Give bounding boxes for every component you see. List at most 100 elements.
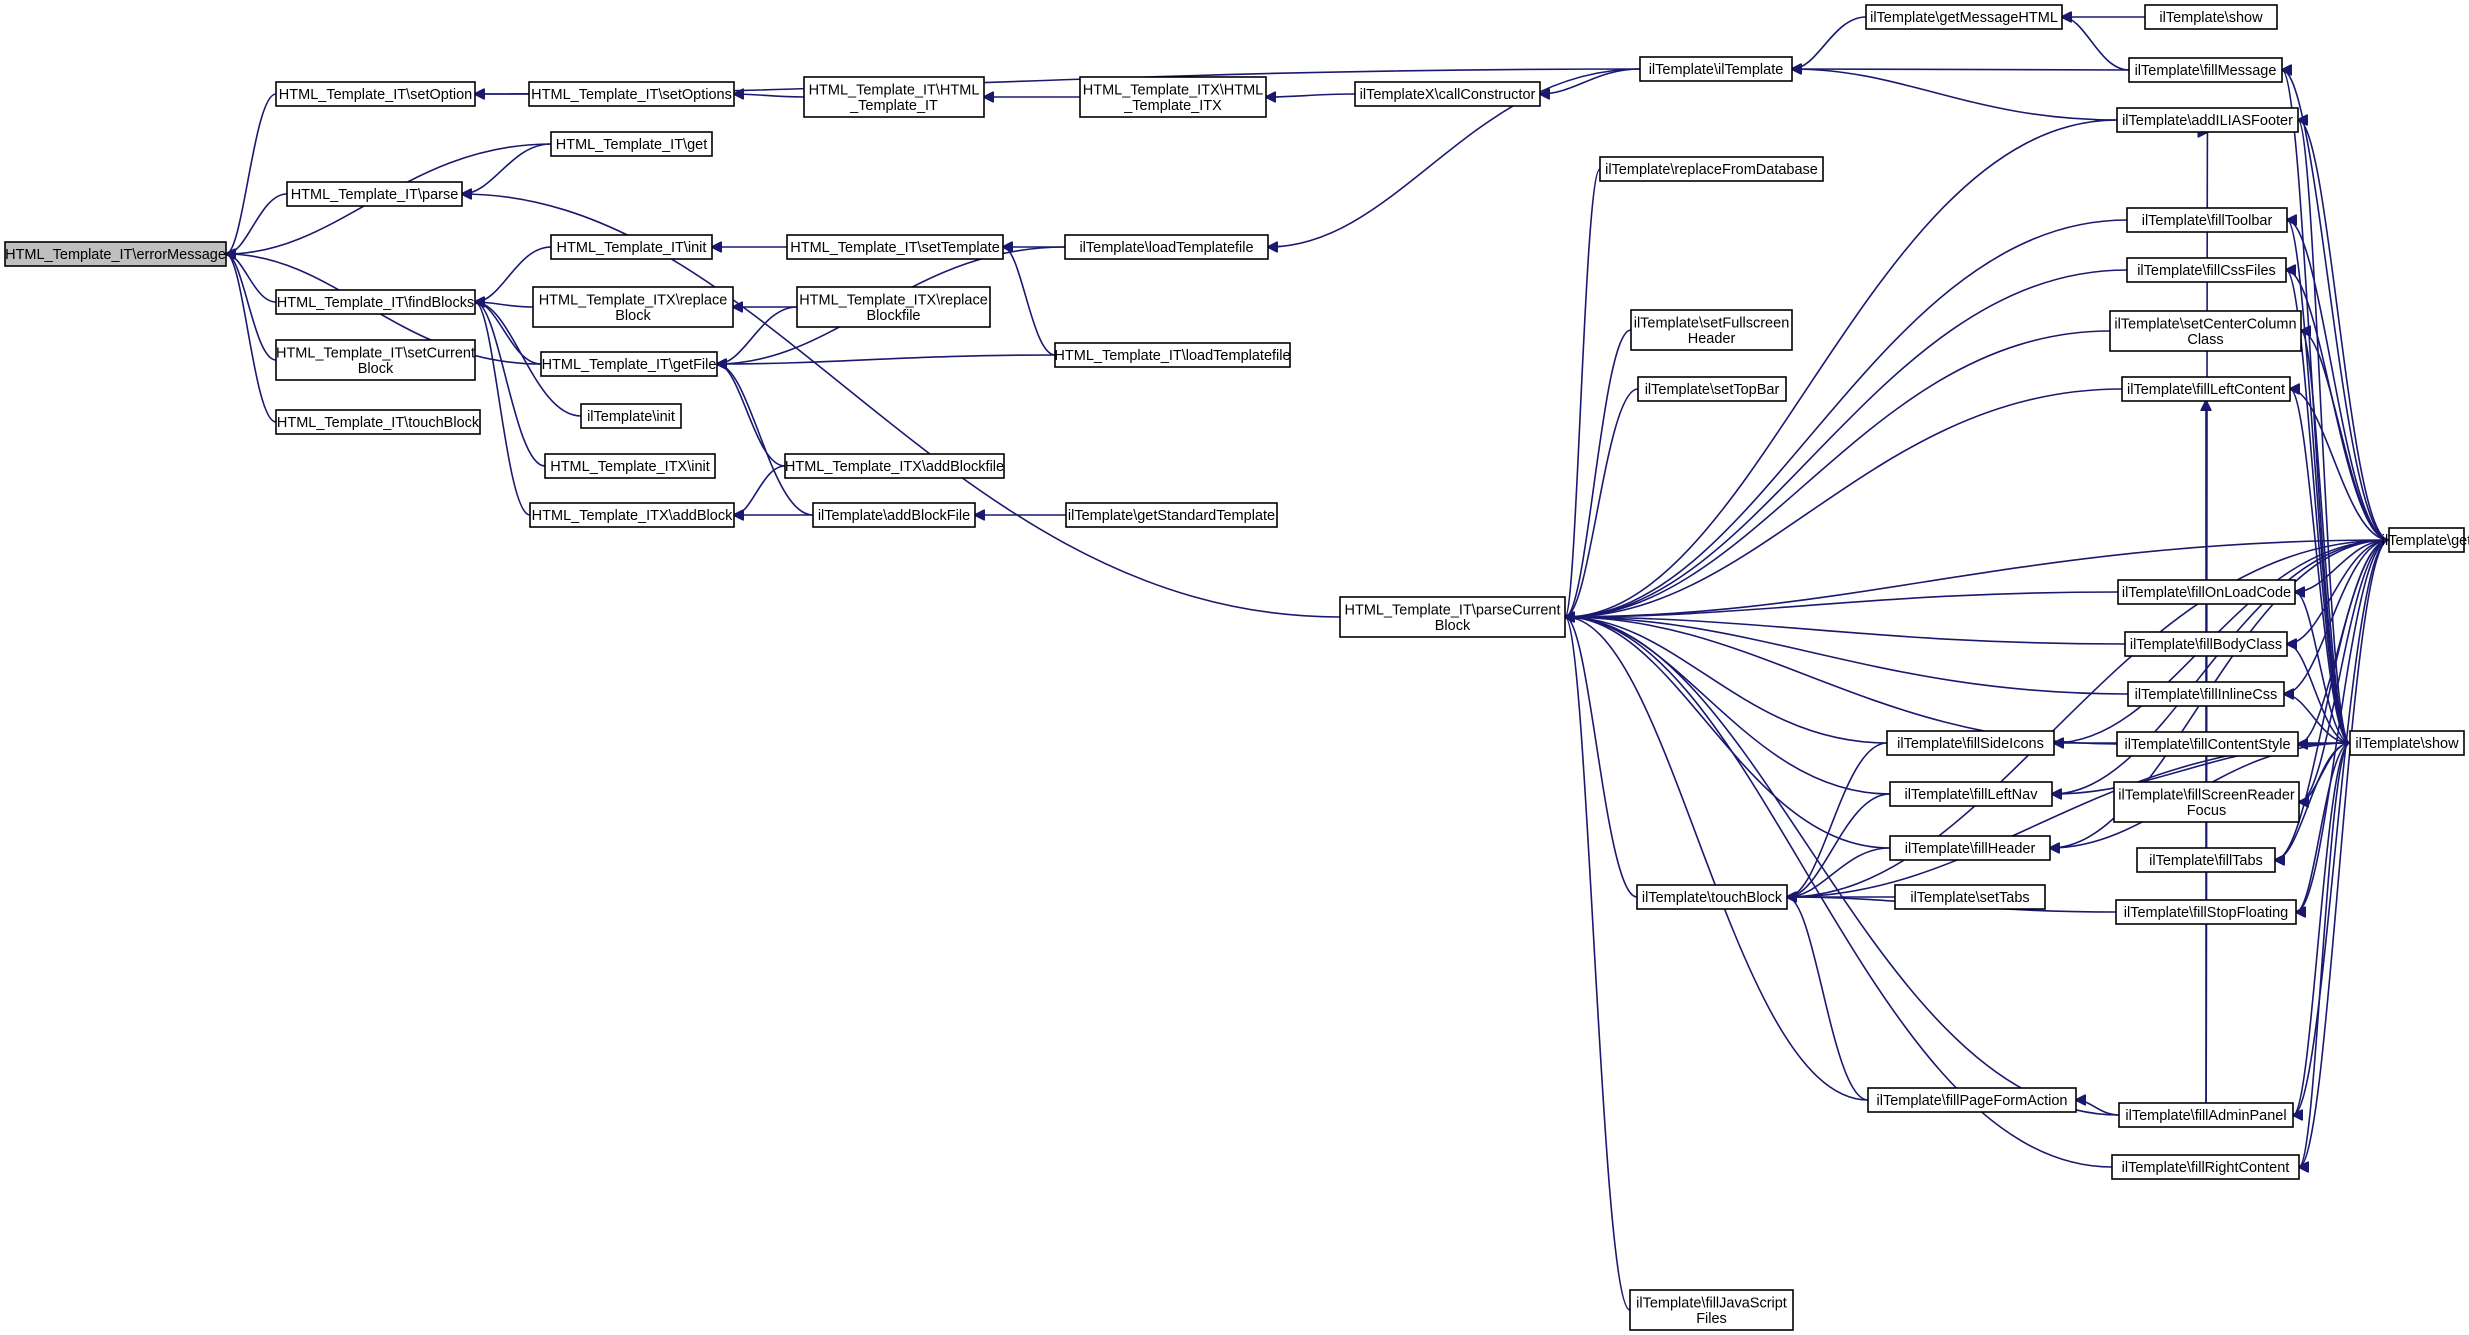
node-html-template-itx-addblock[interactable]: HTML_Template_ITX\addBlock <box>529 502 735 528</box>
node-html-template-itx-init[interactable]: HTML_Template_ITX\init <box>544 453 716 479</box>
node-html-template-it-settemplate[interactable]: HTML_Template_IT\setTemplate <box>786 234 1004 260</box>
edge-n53-to-n24 <box>1565 539 2390 617</box>
node-html-template-it-init[interactable]: HTML_Template_IT\init <box>550 234 713 260</box>
node-label: HTML_Template_IT\setOptions <box>531 87 732 103</box>
edge-n23-to-n19 <box>1266 94 1356 97</box>
node-iltemplate-getmessagehtml[interactable]: ilTemplate\getMessageHTML <box>1865 4 2063 30</box>
node-label: HTML_Template_ITX\replace <box>799 292 988 308</box>
node-html-template-it-touchblock[interactable]: HTML_Template_IT\touchBlock <box>275 409 481 435</box>
node-label: ilTemplate\fillLeftContent <box>2127 382 2285 398</box>
node-label: Block <box>1435 618 1471 634</box>
node-label: ilTemplate\setFullscreen <box>1634 315 1790 331</box>
node-iltemplate-loadtemplatefile[interactable]: ilTemplate\loadTemplatefile <box>1064 234 1269 260</box>
node-iltemplate-settopbar[interactable]: ilTemplate\setTopBar <box>1637 376 1787 402</box>
edge-n12-to-n3 <box>475 302 546 467</box>
node-iltemplate-show[interactable]: ilTemplate\show <box>2349 730 2465 756</box>
node-html-template-it-setoptions[interactable]: HTML_Template_IT\setOptions <box>528 81 735 107</box>
node-html-template-it-loadtemplatefile[interactable]: HTML_Template_IT\loadTemplatefile <box>1054 342 1291 368</box>
node-iltemplate-fillmessage[interactable]: ilTemplate\fillMessage <box>2128 57 2283 83</box>
edge-n43-to-n24 <box>1565 388 2123 617</box>
node-label: ilTemplate\addBlockFile <box>818 508 970 524</box>
node-label: _Template_ITX <box>1123 98 1222 114</box>
edge-n5-to-n0 <box>226 254 277 423</box>
node-iltemplate-fillinlinecss[interactable]: ilTemplate\fillInlineCss <box>2127 681 2285 707</box>
edge-n36-to-n25 <box>1792 16 1867 69</box>
node-box <box>275 81 476 107</box>
edge-n54-to-n52 <box>2299 742 2351 1167</box>
node-box <box>1339 596 1566 638</box>
node-iltemplate-replacefromdatabase[interactable]: ilTemplate\replaceFromDatabase <box>1599 156 1824 182</box>
node-iltemplate-addiliasfooter[interactable]: ilTemplate\addILIASFooter <box>2116 107 2299 133</box>
node-box <box>1889 835 2051 861</box>
node-html-template-it-parse[interactable]: HTML_Template_IT\parse <box>286 181 463 207</box>
node-html-template-it-findblocks[interactable]: HTML_Template_IT\findBlocks <box>275 289 476 315</box>
node-iltemplate-filltabs[interactable]: ilTemplate\fillTabs <box>2136 847 2276 873</box>
edge-n38-to-n25 <box>1792 69 2130 70</box>
node-label: HTML_Template_ITX\addBlock <box>532 508 733 524</box>
node-iltemplate-fillcssfiles[interactable]: ilTemplate\fillCssFiles <box>2126 257 2287 283</box>
node-html-template-itx-html-template-itx[interactable]: HTML_Template_ITX\HTML_Template_ITX <box>1079 76 1267 118</box>
node-label: ilTemplate\get <box>2382 533 2469 549</box>
node-iltemplate-fillcontentstyle[interactable]: ilTemplate\fillContentStyle <box>2116 731 2299 757</box>
node-iltemplate-settabs[interactable]: ilTemplate\setTabs <box>1894 884 2046 910</box>
node-label: HTML_Template_IT\loadTemplatefile <box>1054 348 1290 364</box>
node-box <box>1630 309 1793 351</box>
node-label: ilTemplate\fillStopFloating <box>2124 905 2288 921</box>
node-label: HTML_Template_IT\findBlocks <box>277 295 474 311</box>
node-html-template-it-errormessage[interactable]: HTML_Template_IT\errorMessage <box>4 241 227 267</box>
node-iltemplate-fillstopfloating[interactable]: ilTemplate\fillStopFloating <box>2115 899 2297 925</box>
edge-n54-to-n42 <box>2301 331 2351 744</box>
node-box <box>580 403 682 429</box>
edge-n26-to-n24 <box>1565 168 1601 617</box>
edge-n45-to-n24 <box>1565 617 2126 645</box>
node-iltemplate-touchblock[interactable]: ilTemplate\touchBlock <box>1636 884 1788 910</box>
node-html-template-it-getfile[interactable]: HTML_Template_IT\getFile <box>540 351 718 377</box>
node-iltemplate-fillbodyclass[interactable]: ilTemplate\fillBodyClass <box>2124 631 2288 657</box>
edge-n54-to-n46 <box>2284 694 2351 744</box>
node-iltemplate-filladminpanel[interactable]: ilTemplate\fillAdminPanel <box>2118 1102 2294 1128</box>
edge-n53-to-n43 <box>2290 389 2390 541</box>
node-iltemplate-addblockfile[interactable]: ilTemplate\addBlockFile <box>812 502 976 528</box>
node-iltemplate-iltemplate[interactable]: ilTemplate\ilTemplate <box>1639 56 1793 82</box>
node-html-template-it-html-template-it[interactable]: HTML_Template_IT\HTML_Template_IT <box>803 76 985 118</box>
node-iltemplate-get[interactable]: ilTemplate\get <box>2382 527 2469 553</box>
edge-n53-to-n30 <box>2052 539 2390 794</box>
node-iltemplate-fillrightcontent[interactable]: ilTemplate\fillRightContent <box>2111 1154 2300 1180</box>
node-iltemplate-init[interactable]: ilTemplate\init <box>580 403 682 429</box>
node-label: ilTemplate\replaceFromDatabase <box>1605 162 1818 178</box>
edge-n11-to-n3 <box>475 302 582 417</box>
node-iltemplatex-callconstructor[interactable]: ilTemplateX\callConstructor <box>1354 81 1541 107</box>
edge-n53-to-n38 <box>2282 70 2390 541</box>
edge-n25-to-n23 <box>1540 68 1641 94</box>
edge-n30-to-n24 <box>1565 617 1891 795</box>
node-iltemplate-filltoolbar[interactable]: ilTemplate\fillToolbar <box>2126 207 2288 233</box>
edge-n53-to-n47 <box>2298 539 2390 744</box>
edge-n21-to-n15 <box>1003 247 1056 356</box>
edge-n25-to-n20 <box>1268 68 1641 247</box>
node-html-template-itx-addblockfile[interactable]: HTML_Template_ITX\addBlockfile <box>784 453 1005 479</box>
node-iltemplate-fillsideicons[interactable]: ilTemplate\fillSideIcons <box>1886 730 2055 756</box>
node-iltemplate-show[interactable]: ilTemplate\show <box>2144 4 2278 30</box>
node-label: ilTemplate\setTabs <box>1910 890 2029 906</box>
node-iltemplate-getstandardtemplate[interactable]: ilTemplate\getStandardTemplate <box>1065 502 1278 528</box>
node-label: ilTemplate\fillLeftNav <box>1905 787 2039 803</box>
node-box <box>4 241 227 267</box>
node-html-template-it-setoption[interactable]: HTML_Template_IT\setOption <box>275 81 476 107</box>
node-iltemplate-fillonloadcode[interactable]: ilTemplate\fillOnLoadCode <box>2117 579 2296 605</box>
node-iltemplate-fillheader[interactable]: ilTemplate\fillHeader <box>1889 835 2051 861</box>
edge-n51-to-n34 <box>2076 1100 2120 1116</box>
node-iltemplate-fillleftnav[interactable]: ilTemplate\fillLeftNav <box>1889 781 2053 807</box>
node-html-template-it-get[interactable]: HTML_Template_IT\get <box>550 131 713 157</box>
node-iltemplate-fillpageformaction[interactable]: ilTemplate\fillPageFormAction <box>1867 1087 2077 1113</box>
node-iltemplate-fillleftcontent[interactable]: ilTemplate\fillLeftContent <box>2121 376 2291 402</box>
edge-n53-to-n32 <box>1787 539 2390 897</box>
node-box <box>2136 847 2276 873</box>
